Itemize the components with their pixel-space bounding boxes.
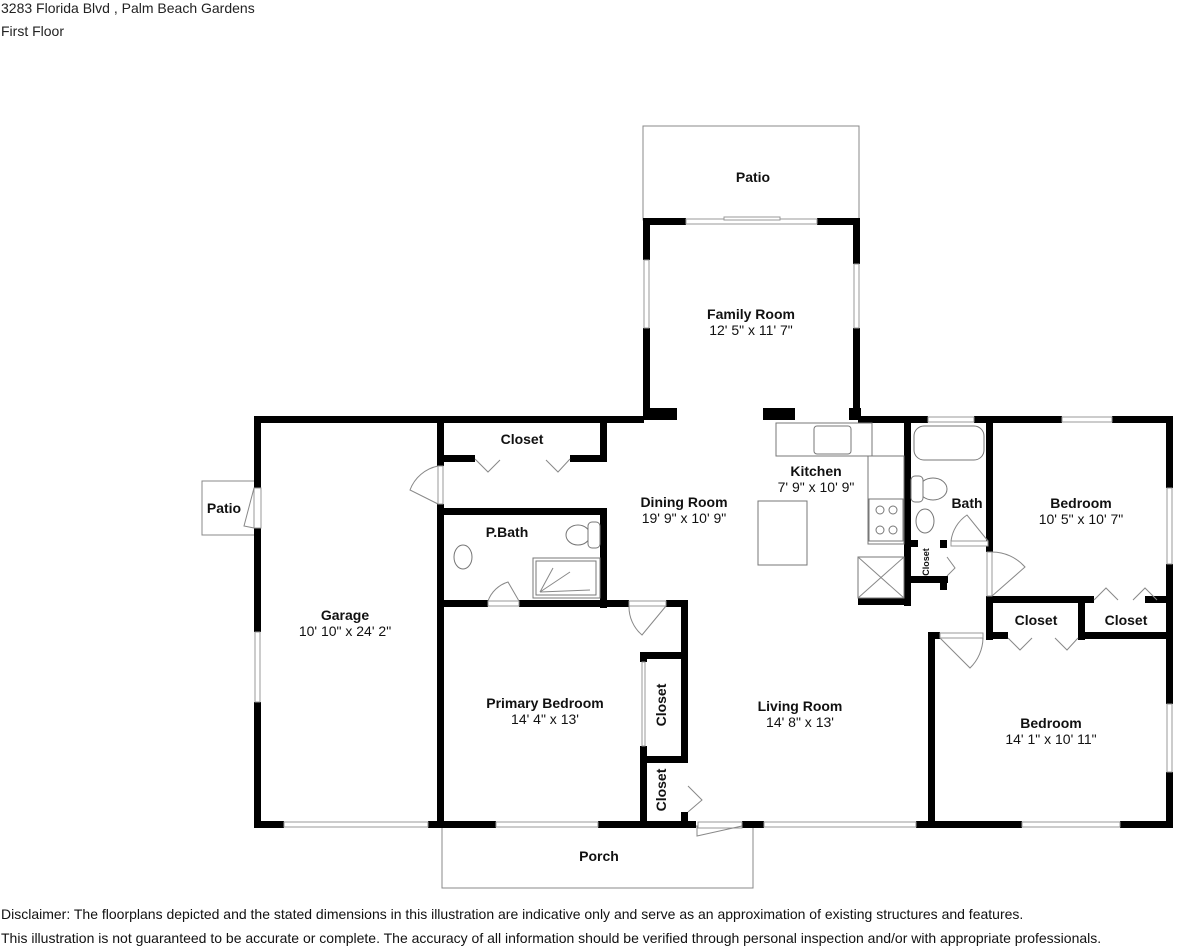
window: [763, 821, 917, 828]
kitchen-island: [757, 500, 808, 566]
window: [1021, 821, 1121, 828]
room-label-porch: Porch: [579, 848, 619, 864]
room-label-closet-b1: Closet: [1015, 612, 1058, 628]
room-label-closet-b2: Closet: [1105, 612, 1148, 628]
room-dims-living-room: 14' 8" x 13': [766, 714, 834, 730]
bath-fixtures: [453, 425, 985, 599]
room-dims-kitchen: 7' 9" x 10' 9": [778, 479, 855, 495]
room-label-patio-top: Patio: [736, 169, 770, 185]
front-door: [697, 821, 743, 829]
family-room-walls: [643, 218, 861, 420]
window: [853, 263, 860, 329]
interior-walls: [437, 416, 1173, 828]
room-dims-dining-room: 19' 9" x 10' 9": [642, 510, 727, 526]
property-address: 3283 Florida Blvd , Palm Beach Gardens: [1, 0, 255, 16]
sliding-door: [685, 216, 818, 225]
room-label-closet-primary: Closet: [653, 683, 669, 726]
window: [643, 259, 650, 329]
room-label-closet-entry: Closet: [653, 768, 669, 811]
room-dims-bedroom-1: 10' 5" x 10' 7": [1039, 511, 1124, 527]
room-label-patio-left: Patio: [207, 500, 241, 516]
room-label-bath: Bath: [951, 495, 982, 511]
window: [1061, 416, 1113, 423]
room-label-p-bath: P.Bath: [486, 524, 529, 540]
garage-door: [283, 821, 429, 828]
window: [1166, 703, 1173, 773]
floor-label: First Floor: [1, 23, 64, 39]
garage-side-door: [253, 487, 262, 529]
room-dims-primary-bedroom: 14' 4" x 13': [511, 711, 579, 727]
room-label-family-room: Family Room: [707, 306, 795, 322]
room-label-primary-bedroom: Primary Bedroom: [486, 695, 603, 711]
window: [495, 821, 599, 828]
disclaimer-line-1: Disclaimer: The floorplans depicted and …: [1, 906, 1024, 922]
room-dims-bedroom-2: 14' 1" x 10' 11": [1005, 731, 1096, 747]
door-swing: [243, 487, 255, 529]
room-label-closet-hall: Closet: [501, 431, 544, 447]
room-label-dining-room: Dining Room: [640, 494, 727, 510]
room-label-living-room: Living Room: [758, 698, 843, 714]
disclaimer-line-2: This illustration is not guaranteed to b…: [1, 930, 1102, 946]
window: [1166, 487, 1173, 565]
room-label-bedroom-1: Bedroom: [1050, 495, 1111, 511]
door-swing: [696, 825, 743, 837]
room-label-kitchen: Kitchen: [790, 463, 841, 479]
room-label-garage: Garage: [321, 607, 369, 623]
room-label-bedroom-2: Bedroom: [1020, 715, 1081, 731]
kitchen-fixtures: [757, 422, 905, 599]
window: [254, 631, 261, 703]
doors: [409, 458, 1158, 813]
room-dims-family-room: 12' 5" x 11' 7": [709, 322, 793, 338]
room-label-closet-small: Closet: [921, 548, 931, 576]
room-dims-garage: 10' 10" x 24' 2": [299, 623, 391, 639]
window: [927, 416, 975, 423]
